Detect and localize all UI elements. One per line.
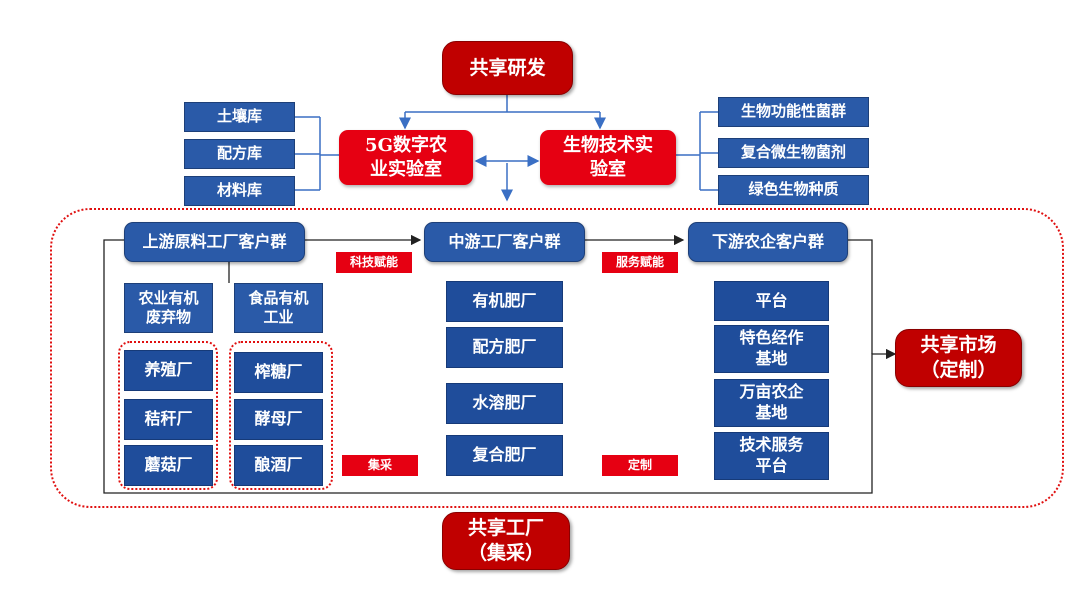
soil-library: 土壤库 <box>184 102 295 132</box>
midstream-header: 中游工厂客户群 <box>424 222 585 262</box>
tech-service-platform: 技术服务 平台 <box>714 432 829 480</box>
agri-waste-title: 农业有机 废弃物 <box>124 283 213 333</box>
bio-functional-flora: 生物功能性菌群 <box>718 97 869 127</box>
food-industry-group <box>229 341 333 490</box>
collect-tag: 集采 <box>342 455 418 476</box>
shared-factory-box: 共享工厂 （集采） <box>442 512 570 570</box>
shared-factory-region <box>50 208 1064 508</box>
agri-waste-group <box>118 341 218 490</box>
water-soluble-fertilizer-plant: 水溶肥厂 <box>446 383 563 424</box>
yeast-factory: 酵母厂 <box>234 399 323 440</box>
platform-item: 平台 <box>714 281 829 321</box>
left-libs-bracket <box>295 116 340 191</box>
green-bio-germplasm: 绿色生物种质 <box>718 175 869 205</box>
straw-factory: 秸秆厂 <box>124 399 213 440</box>
organic-fertilizer-plant: 有机肥厂 <box>446 281 563 322</box>
tech-empower-tag: 科技赋能 <box>336 252 412 273</box>
right-libs-bracket <box>676 111 718 191</box>
lab-bio-box: 生物技术实 验室 <box>540 130 676 185</box>
rd-to-labs-connector <box>405 95 600 113</box>
food-industry-title: 食品有机 工业 <box>234 283 323 333</box>
compound-microbial-agent: 复合微生物菌剂 <box>718 138 869 168</box>
livestock-farm: 养殖厂 <box>124 350 213 391</box>
compound-fertilizer-plant: 复合肥厂 <box>446 435 563 476</box>
custom-tag: 定制 <box>602 455 678 476</box>
large-agri-enterprise-base: 万亩农企 基地 <box>714 379 829 427</box>
shared-market-box: 共享市场 （定制） <box>895 329 1022 387</box>
lab-5g-box: 5G数字农 业实验室 <box>339 130 473 185</box>
formula-library: 配方库 <box>184 139 295 169</box>
material-library: 材料库 <box>184 176 295 206</box>
downstream-frame <box>848 239 873 354</box>
upstream-header: 上游原料工厂客户群 <box>124 222 305 262</box>
specialty-crop-base: 特色经作 基地 <box>714 325 829 373</box>
group-frame <box>103 239 897 494</box>
downstream-header: 下游农企客户群 <box>688 222 848 262</box>
sugar-factory: 榨糖厂 <box>234 352 323 393</box>
mushroom-factory: 蘑菇厂 <box>124 445 213 486</box>
brewery: 酿酒厂 <box>234 445 323 486</box>
service-empower-tag: 服务赋能 <box>602 252 678 273</box>
formula-fertilizer-plant: 配方肥厂 <box>446 327 563 368</box>
shared-rd-box: 共享研发 <box>442 41 573 95</box>
